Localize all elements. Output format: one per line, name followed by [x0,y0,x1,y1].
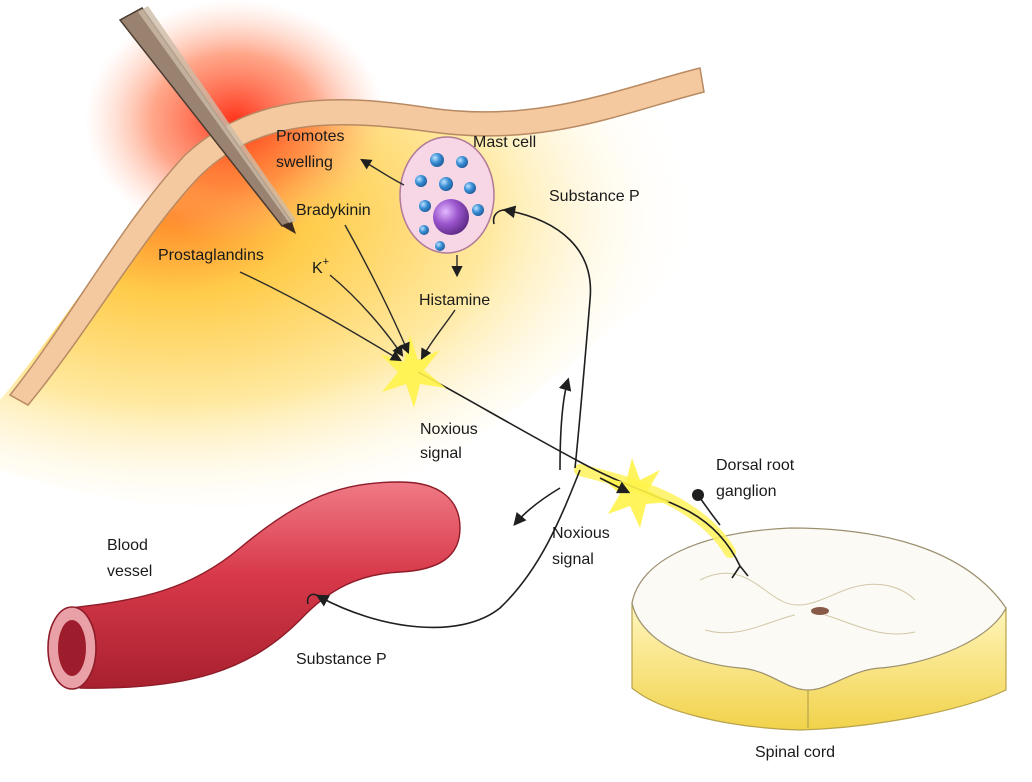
promotes-swelling-label-line1: Promotes [276,128,344,145]
potassium-charge: + [323,256,329,268]
nerve-impulse-spark [602,458,670,528]
potassium-label: K+ [312,256,329,277]
skin-layer [8,67,705,406]
chemical-mediator-arrows [239,158,463,362]
pathway-to-blood-vessel [306,469,581,629]
spinal-cord-label: Spinal cord [755,744,835,761]
prostaglandins-label: Prostaglandins [158,247,264,264]
blood-vessel-label-line1: Blood [107,537,148,554]
histamine-label: Histamine [419,292,490,309]
blood-vessel-label-line2: vessel [107,563,152,580]
potassium-symbol: K [312,260,323,277]
dorsal-root-ganglion-label-line2: ganglion [716,483,777,500]
bradykinin-label: Bradykinin [296,202,371,219]
needle-icon [118,6,296,234]
noxious-signal-lower-label-line1: Noxious [552,525,610,542]
nociceptor-activation-spark [380,335,446,408]
pathway-to-mast-cell [492,205,592,471]
inflamed-tissue [0,0,700,508]
promotes-swelling-label-line2: swelling [276,154,333,171]
noxious-signal-upper-label-line1: Noxious [420,421,478,438]
spinal-cord [631,527,1007,731]
mast-cell-label: Mast cell [473,134,536,151]
diagram-labels: Promotes swelling Mast cell Substance P … [107,128,835,761]
nociceptor-nerve [417,371,749,579]
substance-p-top-label: Substance P [549,188,640,205]
mast-cell [399,136,495,254]
dorsal-root-ganglion-label-line1: Dorsal root [716,457,795,474]
pathway-to-spinal-cord [599,477,631,494]
noxious-signal-upper-label-line2: signal [420,445,462,462]
substance-p-bottom-label: Substance P [296,651,387,668]
mast-cell-granules [415,153,484,251]
noxious-signal-lower-label-line2: signal [552,551,594,568]
blood-vessel [47,481,461,690]
